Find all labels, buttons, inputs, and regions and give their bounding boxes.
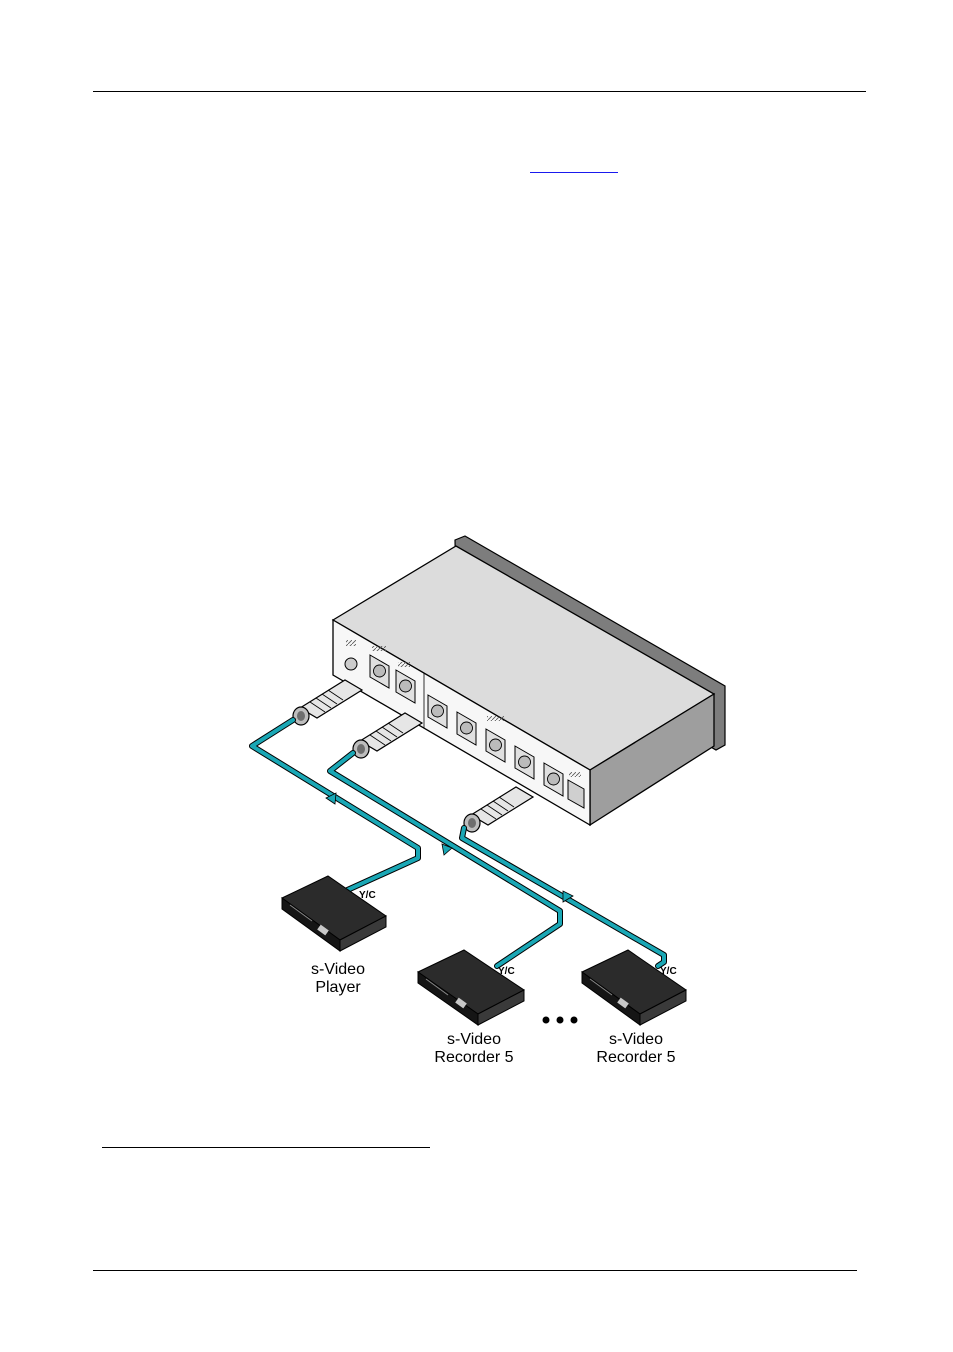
- player-port-label: Y/C: [359, 890, 376, 901]
- footnote-rule: [102, 1147, 430, 1148]
- recorder-b-port-label: Y/C: [660, 966, 677, 977]
- recorder-a-label-line1: s-Video: [447, 1031, 501, 1048]
- player-label-line2: Player: [315, 979, 361, 996]
- power-button-icon: [345, 658, 357, 670]
- player-device: [282, 876, 386, 951]
- recorder-b-label-line1: s-Video: [609, 1031, 663, 1048]
- cable-plug-input: [293, 680, 362, 725]
- footer-rule: [93, 1270, 857, 1271]
- recorder-a-label-line2: Recorder 5: [434, 1049, 513, 1066]
- player-label-line1: s-Video: [311, 961, 365, 978]
- recorder-a-port-label: Y/C: [498, 966, 515, 977]
- switcher-unit: [333, 536, 725, 825]
- cable-plug-output: [464, 787, 533, 832]
- more-recorders-dots: [543, 1017, 578, 1024]
- cable-plug-loop: [353, 713, 422, 758]
- recorder-b-label-line2: Recorder 5: [596, 1049, 675, 1066]
- recorder-b-device: [582, 950, 686, 1025]
